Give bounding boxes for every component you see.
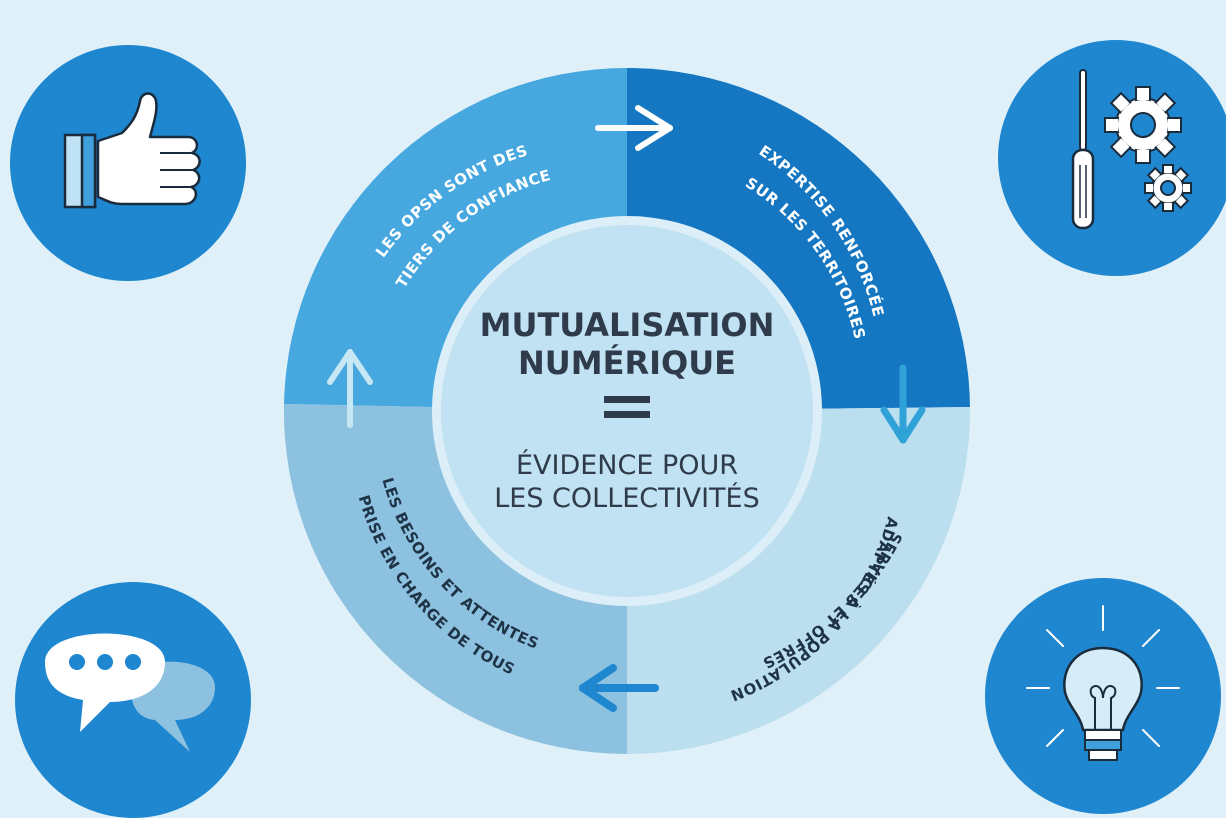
cycle-diagram: LES OPSN SONT DES TIERS DE CONFIANCE EXP… (283, 68, 971, 754)
center-title-line2: NUMÉRIQUE (518, 344, 736, 382)
equals-sign-top (604, 396, 650, 403)
arrow-up-icon (327, 349, 373, 428)
thumbs-up-icon (10, 45, 246, 281)
equals-sign-bottom (604, 411, 650, 418)
arrow-left-icon (579, 664, 659, 712)
lightbulb-icon (985, 578, 1221, 814)
center-title-line1: MUTUALISATION (480, 306, 775, 344)
center-subtitle-line2: LES COLLECTIVITÉS (494, 482, 760, 514)
arrow-right-icon (595, 105, 673, 151)
center-subtitle-line1: ÉVIDENCE POUR (516, 449, 738, 481)
tools-gears-icon (998, 40, 1226, 276)
arrow-down-icon (880, 364, 926, 444)
